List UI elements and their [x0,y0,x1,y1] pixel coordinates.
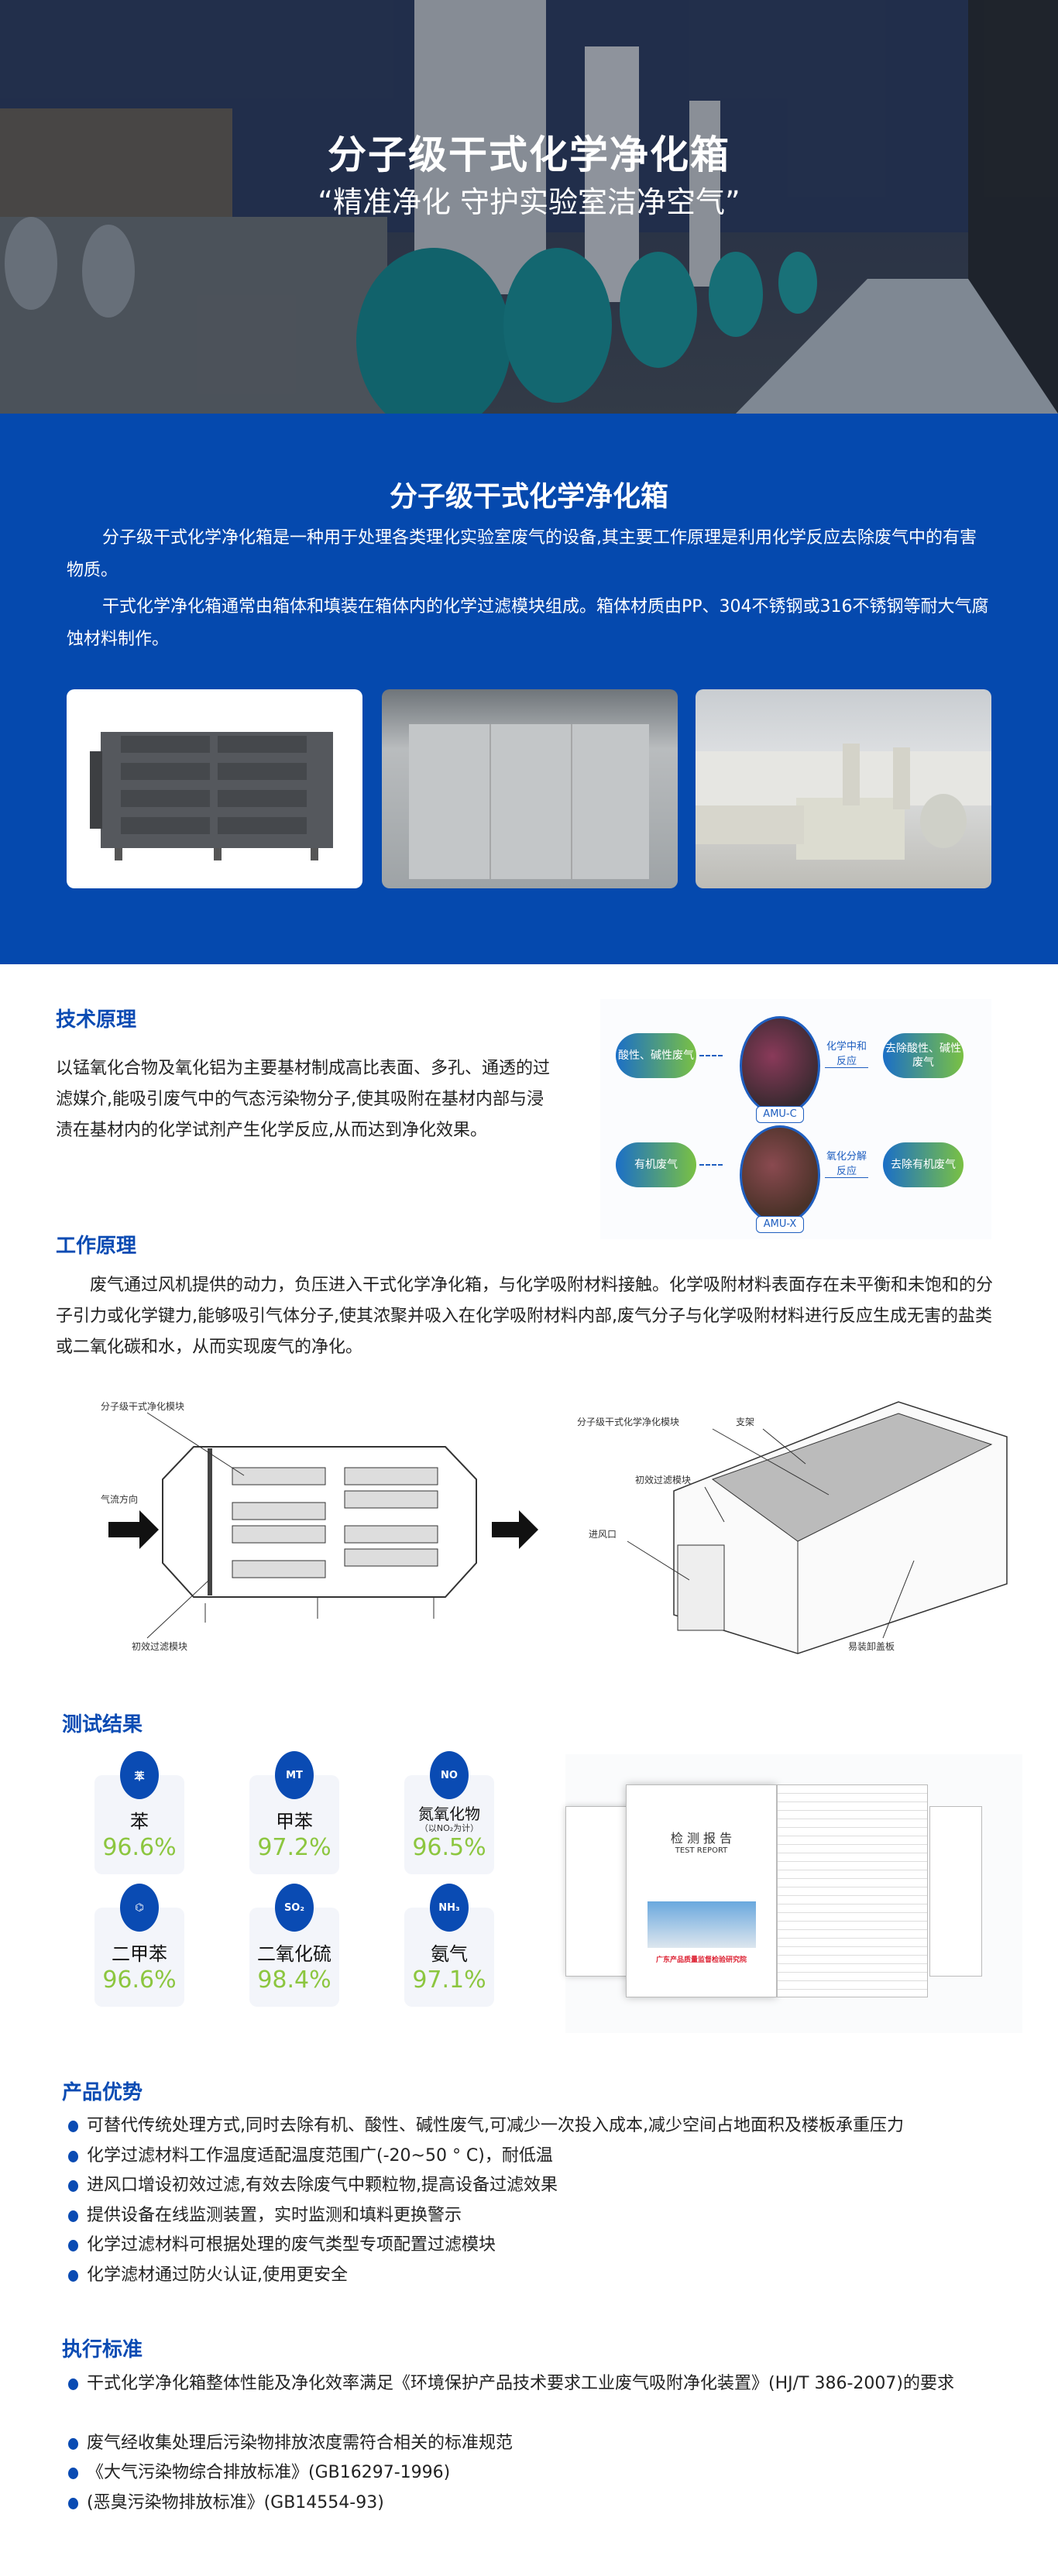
media-granules-image [740,1016,820,1115]
label-frame: 支架 [736,1417,754,1427]
advantage-item: 可替代传统处理方式,同时去除有机、酸性、碱性废气,可减少一次投入成本,减少空间占… [68,2111,1013,2141]
label-inlet: 进风口 [589,1529,617,1540]
product-photo-stainless-box [382,689,678,888]
advantage-item: 提供设备在线监测装置，实时监测和填料更换警示 [68,2201,1013,2231]
removal-rate: 96.6% [102,1834,177,1861]
pollutant-name: 氮氧化物 [418,1805,480,1823]
test-result-card: NH₃ 氨气 97.1% [404,1884,494,2007]
reaction-label: 氧化分解反应 [825,1148,868,1178]
report-issuer: 广东产品质量监督检验研究院 [655,1956,747,1964]
building-photo [647,1901,756,1948]
label-airflow: 气流方向 [101,1493,138,1505]
isometric-box-diagram: 分子级干式化学净化模块 支架 初效过滤模块 进风口 易装卸盖板 [577,1401,1008,1654]
test-result-card: NO 氮氧化物 （以NO₂为计） 96.5% [404,1751,494,1874]
standard-item: 干式化学净化箱整体性能及净化效率满足《环境保护产品技术要求工业废气吸附净化装置》… [68,2369,1013,2399]
advantage-item: 化学滤材通过防火认证,使用更安全 [68,2261,1013,2290]
advantage-item: 化学过滤材料工作温度适配温度范围广(-20~50 ° C)，耐低温 [68,2142,1013,2171]
pollutant-note: （以NO₂为计） [419,1823,479,1833]
pollutant-name: 苯 [130,1811,149,1832]
test-result-card: 苯 苯 96.6% [94,1751,184,1874]
tech-text: 以锰氧化合物及氧化铝为主要基材制成高比表面、多孔、通透的过滤媒介,能吸引废气中的… [56,1059,551,1140]
nh3-icon: NH₃ [430,1884,469,1932]
reaction-label: 化学中和反应 [825,1038,868,1068]
standards-heading: 执行标准 [62,2338,143,2361]
report-table-page [777,1784,928,1997]
removal-rate: 97.1% [412,1966,486,1994]
media-tag: AMU-X [756,1216,804,1233]
work-heading: 工作原理 [56,1235,137,1258]
media-tag: AMU-C [756,1106,804,1123]
pollutant-name: 二氧化硫 [257,1943,331,1965]
test-result-card: MT 甲苯 97.2% [249,1751,339,1874]
pollutant-name: 二甲苯 [112,1943,167,1965]
label-prefilter: 初效过滤模块 [635,1474,691,1485]
dash-connector [699,1055,723,1056]
benzene-icon: 苯 [120,1751,159,1799]
hero-title: 分子级干式化学净化箱 [328,132,730,177]
toluene-icon: MT [275,1751,314,1799]
report-subtitle: TEST REPORT [675,1846,728,1855]
so2-icon: SO₂ [275,1884,314,1932]
product-photo-rooftop-installation [696,689,991,888]
pollutant-name: 氨气 [431,1943,468,1965]
intro-title: 分子级干式化学净化箱 [389,481,668,513]
standard-item: (恶臭污染物排放标准》(GB14554-93) [68,2488,1013,2518]
xylene-icon: ⌬ [120,1884,159,1932]
advantage-item: 化学过滤材料可根据处理的废气类型专项配置过滤模块 [68,2231,1013,2260]
label-module: 分子级干式化学净化模块 [577,1416,679,1427]
pollutant-name: 甲苯 [276,1811,313,1832]
report-cover-page: 检 测 报 告 TEST REPORT 广东产品质量监督检验研究院 [626,1784,777,1997]
tech-heading: 技术原理 [56,1008,137,1032]
test-result-card: SO₂ 二氧化硫 98.4% [249,1884,339,2007]
removal-rate: 96.6% [102,1966,177,1994]
nox-icon: NO [430,1751,469,1799]
standard-item: 《大气污染物综合排放标准》(GB16297-1996) [68,2458,1013,2488]
report-title: 检 测 报 告 [670,1831,733,1846]
test-result-card: ⌬ 二甲苯 96.6% [94,1884,184,2007]
hero-photo [0,0,1058,414]
output-pill: 去除酸性、碱性废气 [883,1033,964,1078]
test-report-image: 检 测 报 告 TEST REPORT 广东产品质量监督检验研究院 [565,1754,1022,2033]
label-cover: 易装卸盖板 [848,1640,895,1652]
test-heading: 测试结果 [62,1713,143,1736]
input-pill: 酸性、碱性废气 [616,1033,696,1078]
removal-rate: 96.5% [412,1834,486,1861]
label-prefilter: 初效过滤模块 [132,1640,187,1652]
hero-banner: 分子级干式化学净化箱 “精准净化 守护实验室洁净空气” [0,0,1058,414]
removal-rate: 98.4% [257,1966,331,1994]
input-pill: 有机废气 [616,1142,696,1187]
work-text: 废气通过风机提供的动力，负压进入干式化学净化箱，与化学吸附材料接触。化学吸附材料… [56,1276,994,1357]
output-pill: 去除有机废气 [883,1142,964,1187]
hero-subtitle: “精准净化 守护实验室洁净空气” [318,185,740,219]
filter-media-diagram: 酸性、碱性废气 AMU-C 化学中和反应 去除酸性、碱性废气 有机废气 AMU-… [600,999,991,1239]
advantages-heading: 产品优势 [62,2081,143,2104]
product-photo-gray-box [67,689,362,888]
label-module: 分子级干式净化模块 [101,1401,184,1412]
media-granules-image [740,1125,820,1224]
standard-item: 废气经收集处理后污染物排放浓度需符合相关的标准规范 [68,2429,1013,2458]
intro-paragraph: 干式化学净化箱通常由箱体和填装在箱体内的化学过滤模块组成。箱体材质由PP、304… [67,597,989,649]
intro-paragraph: 分子级干式化学净化箱是一种用于处理各类理化实验室废气的设备,其主要工作原理是利用… [67,528,977,580]
advantage-item: 进风口增设初效过滤,有效去除废气中颗粒物,提高设备过滤效果 [68,2171,1013,2200]
intro-section: 分子级干式化学净化箱 分子级干式化学净化箱是一种用于处理各类理化实验室废气的设备… [0,414,1058,964]
flow-schematic-diagram: 分子级干式净化模块 气流方向 初效过滤模块 [101,1401,538,1652]
removal-rate: 97.2% [257,1834,331,1861]
dash-connector [699,1164,723,1166]
report-page-back [929,1806,982,1977]
